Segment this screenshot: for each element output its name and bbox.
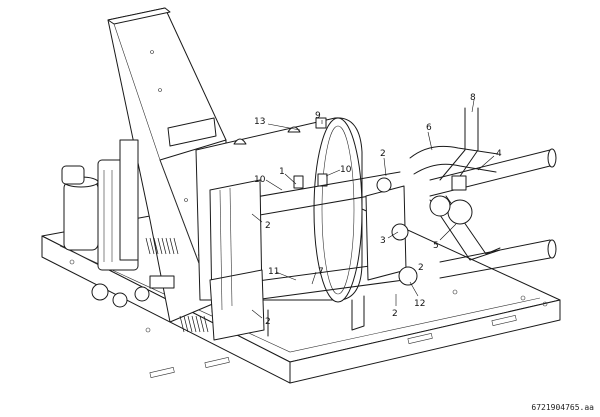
callout-4: 4	[496, 149, 502, 159]
callout-2-right: 2	[418, 263, 424, 273]
leader-lines	[251, 99, 495, 319]
callout-6: 6	[426, 123, 432, 133]
tank-supports	[267, 295, 365, 337]
plate-heat-exchanger	[209, 179, 265, 341]
callout-5: 5	[433, 241, 439, 251]
callout-2-bottom: 2	[392, 309, 398, 319]
callouts: 13 9 10 1 10 2 2 2 2 2 11 7 3 12 5 4 6 8	[254, 93, 502, 327]
callout-11: 8	[470, 93, 476, 103]
callout-7: 7	[318, 267, 324, 277]
callout-3: 3	[380, 236, 386, 246]
grille-lower	[179, 315, 209, 333]
callout-2-mid: 2	[265, 221, 271, 231]
callout-10-upper: 10	[254, 175, 266, 185]
callout-2-low: 2	[265, 317, 271, 327]
compressor-group	[61, 139, 209, 333]
callout-8: 9	[315, 111, 321, 121]
pipework	[249, 107, 557, 301]
callout-9: 10	[340, 165, 352, 175]
callout-2-top: 2	[380, 149, 386, 159]
callout-10-lower: 11	[268, 267, 279, 277]
callout-1: 1	[279, 167, 285, 177]
drawing-reference-number: 6721904765.aa	[531, 403, 594, 412]
valve-cluster	[365, 175, 473, 286]
callout-13: 13	[254, 117, 265, 127]
callout-12: 12	[414, 299, 425, 309]
grille-upper	[145, 237, 179, 255]
